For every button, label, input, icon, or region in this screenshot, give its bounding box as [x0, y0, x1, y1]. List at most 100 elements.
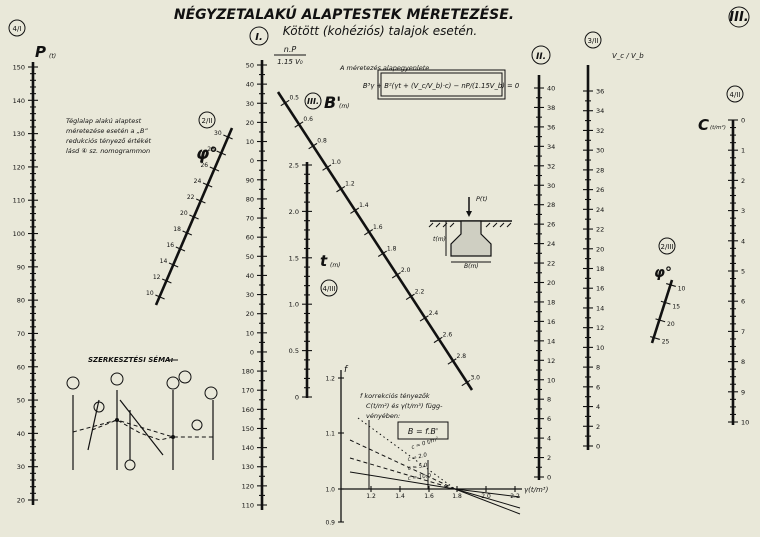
axis-c-tick-label: 0: [741, 117, 745, 125]
construction-scheme: SZERKESZTÉSI SÉMA:: [66, 355, 218, 471]
scheme-point-2: [171, 435, 175, 439]
scheme-circle-1: [66, 376, 80, 390]
axis-b-group: III. B' (m) 0.50.60.81.01.21.41.61.82.02…: [276, 91, 480, 391]
axis-i-tick-label: 70: [246, 215, 254, 223]
axis-vc-tick-label: 32: [596, 127, 604, 135]
axis-b-tick-label: 2.2: [415, 288, 425, 295]
axis-ii-tick-label: 38: [547, 104, 555, 112]
formula-box-inner: [380, 72, 503, 97]
axis-c-circle: [726, 85, 744, 103]
phi-left-tick: [216, 150, 227, 156]
axis-ii-group: II. 403836343230282624222018161412108642…: [531, 45, 555, 482]
formula-group: A méretezés alapegyenlete B³γ + B²(γt + …: [339, 64, 519, 100]
p-axis-tick-label: 150: [13, 64, 25, 72]
axis-i-tick-label: 110: [242, 502, 254, 510]
axis-ii-tick-label: 14: [547, 337, 555, 345]
scheme-path-1: [72, 419, 213, 438]
scheme-circle-8: [124, 459, 136, 471]
axis-ii-tick-label: 2: [547, 454, 551, 462]
axis-vc-tick-label: 36: [596, 88, 604, 96]
correction-x-label: γ(t/m³): [524, 486, 549, 494]
axis-i-tick-label: 80: [246, 195, 254, 203]
axis-b-symbol: B': [324, 93, 341, 112]
axis-ii-tick-label: 18: [547, 298, 555, 306]
axis-vc-symbol: V_c / V_b: [612, 52, 644, 60]
axis-c-tick-label: 3: [741, 207, 745, 215]
phi-right-tick-label: 20: [667, 321, 675, 328]
formula-box: [377, 69, 506, 100]
axis-b-circle: [304, 92, 322, 110]
axis-ii-tick-label: 40: [547, 85, 555, 93]
phi-left-tick: [155, 294, 165, 300]
note-line-3: redukciós tényező értékét: [66, 136, 151, 145]
axis-b-tick: [350, 207, 360, 214]
axis-b-tick-label: 1.0: [331, 159, 341, 166]
axis-i-tick-label: 90: [246, 176, 254, 184]
axis-c-tick-label: 5: [741, 268, 745, 276]
phi-right-tick: [660, 300, 671, 305]
axis-t-tick-label: 1.0: [289, 301, 299, 309]
correction-y-tick-label: 1.2: [325, 376, 335, 383]
scheme-circle-5: [204, 386, 218, 400]
phi-right-tick-label: 25: [662, 339, 670, 346]
axis-vc-group: 3/II V_c / V_b 3634323028262422201816141…: [583, 31, 644, 451]
axis-i-circle: [249, 26, 269, 46]
phi-left-tick: [168, 262, 179, 268]
axis-i-tick-label: 40: [246, 272, 254, 280]
footing-load-label: P(t): [476, 195, 488, 203]
p-axis-tick-label: 110: [13, 197, 25, 205]
curve-tail-2: [454, 488, 521, 515]
phi-left-tick-label: 28: [207, 146, 215, 153]
ground-hatch: [428, 222, 512, 228]
p-axis-tick-label: 20: [17, 497, 25, 505]
axis-vc-tick-label: 4: [596, 403, 600, 411]
axis-b-tick-label: 2.6: [443, 331, 453, 338]
axis-i-tick-label: 30: [246, 291, 254, 299]
p-axis-tick-label: 140: [13, 97, 25, 105]
axis-vc-tick-label: 28: [596, 166, 604, 174]
load-arrowhead: [466, 211, 472, 217]
axis-i-tick-label: 140: [242, 444, 254, 452]
scheme-path-2: [91, 419, 174, 441]
axis-vc-tick-label: 34: [596, 107, 604, 115]
footing-sketch: P(t) t(m) B(m): [428, 195, 512, 270]
axis-c-tick-label: 6: [741, 298, 745, 306]
phi-right-tick-label: 10: [678, 286, 686, 293]
sheet-number-circle: [728, 6, 750, 28]
axis-ii-tick-label: 22: [547, 260, 555, 268]
correction-formula: B = f.B': [408, 427, 438, 436]
curve-c2: [349, 439, 456, 490]
sheet-subtitle: Kötött (kohéziós) talajok esetén.: [283, 24, 477, 38]
correction-diagram: f γ(t/m³) f korrekciós tényezők C(t/m²) …: [325, 365, 548, 527]
axis-b-tick: [461, 379, 471, 387]
axis-vc-tick-label: 20: [596, 245, 604, 253]
p-axis-tick-label: 130: [13, 130, 25, 138]
axis-ii-tick-label: 32: [547, 162, 555, 170]
axis-b-tick-label: 1.2: [345, 181, 355, 188]
phi-left-tick: [195, 198, 206, 204]
correction-y-tick-label: 0.9: [325, 520, 335, 527]
scheme-circle-2: [110, 372, 124, 386]
axis-c-symbol: C: [698, 116, 709, 134]
axis-ii-tick-label: 6: [547, 415, 551, 423]
p-axis-tick-label: 90: [17, 263, 25, 271]
correction-x-tick-label: 1.2: [366, 493, 376, 500]
axis-b-tick: [433, 336, 443, 344]
axis-vc-tick-label: 30: [596, 147, 604, 155]
phi-left-tick-label: 20: [180, 210, 188, 217]
correction-y-label: f: [344, 365, 349, 375]
axis-t-group: 2.52.01.51.00.50 t (m) 4/III: [289, 162, 341, 402]
axis-c-tick-label: 4: [741, 237, 745, 245]
phi-left-circle: [198, 111, 216, 129]
axis-t-circle-label: 4/III: [322, 285, 335, 293]
axis-b-tick: [308, 142, 318, 150]
axis-b-tick-label: 0.5: [289, 95, 299, 102]
scheme-circle-6: [93, 401, 105, 413]
axis-ii-tick-label: 28: [547, 201, 555, 209]
axis-c-tick-label: 2: [741, 177, 745, 185]
axis-i-tick-label: 20: [246, 310, 254, 318]
axis-b-line: [276, 91, 474, 391]
phi-left-tick-label: 22: [187, 194, 195, 201]
